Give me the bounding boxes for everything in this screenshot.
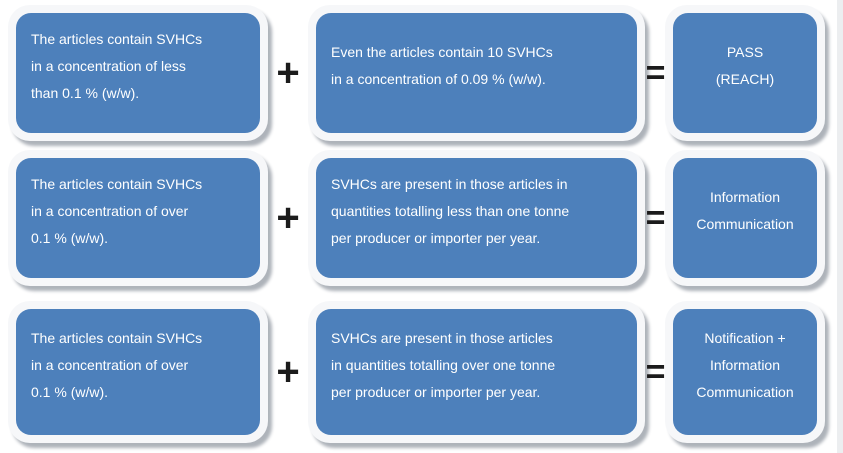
- text-line: Even the articles contain 10 SVHCs: [331, 44, 553, 60]
- condition-box-body: The articles contain SVHCs in a concentr…: [16, 158, 260, 278]
- text-line: quantities totalling less than one tonne: [331, 202, 570, 219]
- text-line: in a concentration of less: [31, 57, 186, 74]
- text-line: Communication: [696, 383, 794, 400]
- text-line: Information: [709, 189, 781, 205]
- result-box: PASS (REACH): [665, 5, 825, 141]
- quantity-box: Even the articles contain 10 SVHCs in a …: [308, 5, 645, 141]
- condition-box-body: The articles contain SVHCs in a concentr…: [16, 13, 260, 133]
- result-box-body: Information Communication: [673, 158, 817, 278]
- rule-row-2: The articles contain SVHCs in a concentr…: [8, 150, 825, 286]
- condition-box-body: The articles contain SVHCs in a concentr…: [16, 309, 260, 435]
- equals-operator: =: [645, 198, 666, 237]
- equals-operator: =: [645, 352, 666, 391]
- page-edge: [837, 0, 843, 453]
- text-line: in quantities totalling over one tonne: [331, 356, 556, 373]
- condition-box: The articles contain SVHCs in a concentr…: [8, 301, 268, 443]
- condition-box: The articles contain SVHCs in a concentr…: [8, 5, 268, 141]
- text-line: The articles contain SVHCs: [31, 329, 203, 346]
- text-line: 0.1 % (w/w).: [31, 229, 109, 246]
- quantity-box-body: Even the articles contain 10 SVHCs in a …: [316, 13, 637, 133]
- condition-box: The articles contain SVHCs in a concentr…: [8, 150, 268, 286]
- text-line: in a concentration of over: [31, 356, 189, 373]
- text-line: in a concentration of over: [31, 202, 189, 219]
- text-line: Communication: [696, 216, 794, 232]
- quantity-box: SVHCs are present in those articles in q…: [308, 301, 645, 443]
- text-line: The articles contain SVHCs: [31, 30, 203, 47]
- quantity-box: SVHCs are present in those articles in q…: [308, 150, 645, 286]
- text-line: Information: [709, 356, 781, 373]
- text-line: than 0.1 % (w/w).: [31, 84, 140, 101]
- plus-operator: +: [276, 195, 300, 240]
- result-box: Information Communication: [665, 150, 825, 286]
- quantity-box-body: SVHCs are present in those articles in q…: [316, 309, 637, 435]
- text-line: per producer or importer per year.: [331, 229, 541, 246]
- text-line: 0.1 % (w/w).: [31, 383, 109, 400]
- equals-operator: =: [645, 53, 666, 92]
- text-line: Notification +: [704, 329, 786, 346]
- plus-operator: +: [276, 50, 300, 95]
- result-box-body: PASS (REACH): [673, 13, 817, 133]
- text-line: The articles contain SVHCs: [31, 175, 203, 192]
- result-box-body: Notification + Information Communication: [673, 309, 817, 435]
- quantity-box-body: SVHCs are present in those articles in q…: [316, 158, 637, 278]
- text-line: in a concentration of 0.09 % (w/w).: [331, 71, 546, 87]
- text-line: SVHCs are present in those articles in: [331, 175, 568, 192]
- text-line: per producer or importer per year.: [331, 383, 541, 400]
- rule-row-3: The articles contain SVHCs in a concentr…: [8, 301, 825, 443]
- text-line: SVHCs are present in those articles: [331, 329, 553, 346]
- text-line: PASS: [726, 44, 764, 60]
- result-box: Notification + Information Communication: [665, 301, 825, 443]
- rule-row-1: The articles contain SVHCs in a concentr…: [8, 5, 825, 141]
- text-line: (REACH): [715, 71, 775, 87]
- plus-operator: +: [276, 349, 300, 394]
